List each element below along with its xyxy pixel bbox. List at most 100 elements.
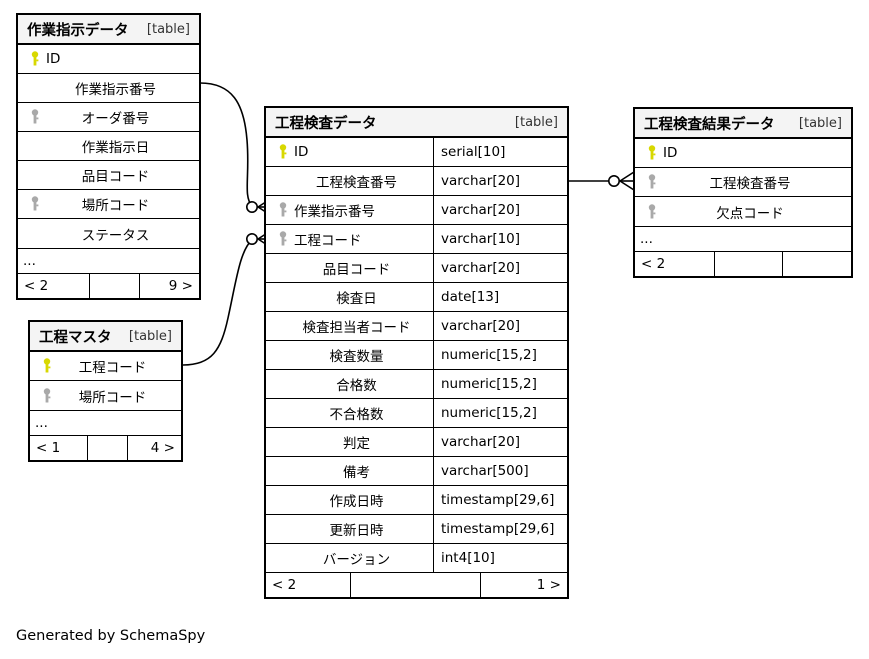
table-process-master[interactable]: 工程マスタ [table] 工程コード 場所コード ... < 1 4	[28, 320, 183, 462]
table-footer: < 2	[635, 252, 851, 276]
table-row[interactable]: 検査日 date[13]	[266, 283, 567, 312]
column-name: 検査担当者コード	[302, 320, 411, 336]
column-name: ID	[294, 144, 309, 160]
table-type-tag: [table]	[146, 21, 190, 37]
column-name: 作業指示番号	[75, 82, 156, 98]
table-title: 工程マスタ	[39, 329, 112, 346]
table-process-inspection-result-data[interactable]: 工程検査結果データ [table] ID 工程検査番号	[633, 107, 853, 278]
column-cell: 判定	[266, 428, 434, 456]
footer-right[interactable]: 4 >	[150, 440, 175, 456]
table-footer: < 2 9 >	[18, 274, 199, 298]
column-type: varchar[20]	[441, 173, 521, 189]
table-title: 工程検査データ	[275, 115, 377, 132]
column-type: varchar[20]	[441, 202, 521, 218]
table-process-inspection-data[interactable]: 工程検査データ [table] ID serial[10] 工程検査番号 var…	[264, 106, 569, 599]
table-row[interactable]: 作成日時 timestamp[29,6]	[266, 486, 567, 515]
table-row[interactable]: 品目コード varchar[20]	[266, 254, 567, 283]
column-name: 作成日時	[329, 494, 384, 510]
column-name: ステータス	[81, 227, 150, 244]
column-cell: 欠点コード	[635, 197, 851, 226]
table-type-tag: [table]	[128, 328, 172, 344]
column-cell: ステータス	[18, 219, 199, 248]
column-type: numeric[15,2]	[441, 405, 537, 421]
table-row[interactable]: 合格数 numeric[15,2]	[266, 370, 567, 399]
more-columns-indicator: ...	[18, 248, 199, 274]
column-type: timestamp[29,6]	[441, 521, 555, 537]
foreign-key-icon	[272, 231, 294, 247]
column-name: 工程検査番号	[316, 175, 397, 191]
table-row[interactable]: 工程検査番号 varchar[20]	[266, 167, 567, 196]
column-name: 場所コード	[78, 389, 147, 406]
column-type: date[13]	[441, 289, 500, 305]
column-cell: 工程検査番号	[635, 168, 851, 196]
table-footer: < 2 1 >	[266, 573, 567, 597]
table-row[interactable]: 工程検査番号	[635, 168, 851, 197]
relationship-inspection-to-result	[568, 171, 635, 191]
column-cell: 検査担当者コード	[266, 312, 434, 340]
footer-middle	[351, 573, 481, 597]
footer-left[interactable]: < 1	[30, 436, 88, 460]
table-row[interactable]: 工程コード varchar[10]	[266, 225, 567, 254]
cardinality-zero-marker	[246, 233, 259, 246]
table-row[interactable]: オーダ番号	[18, 103, 199, 132]
column-cell: 工程コード	[266, 225, 434, 253]
relationship-workorder-to-inspection	[199, 82, 273, 217]
table-row[interactable]: 検査担当者コード varchar[20]	[266, 312, 567, 341]
column-name: 品目コード	[81, 169, 150, 185]
column-cell: 更新日時	[266, 515, 434, 543]
column-cell: 検査日	[266, 283, 434, 311]
footer-right[interactable]: 9 >	[168, 278, 193, 294]
table-row[interactable]: 品目コード	[18, 161, 199, 190]
column-type: varchar[20]	[441, 318, 521, 334]
foreign-key-icon	[641, 203, 663, 220]
column-cell: 場所コード	[18, 190, 199, 218]
table-row[interactable]: 欠点コード	[635, 197, 851, 226]
table-row[interactable]: 判定 varchar[20]	[266, 428, 567, 457]
table-row[interactable]: 工程コード	[30, 352, 181, 381]
column-name: 工程コード	[78, 360, 147, 376]
column-name: 検査数量	[329, 349, 384, 365]
column-cell: 工程コード	[30, 352, 181, 380]
foreign-key-icon	[36, 387, 58, 404]
column-cell: 品目コード	[266, 254, 434, 282]
footer-right[interactable]: 1 >	[536, 577, 561, 593]
primary-key-icon	[24, 51, 46, 67]
column-cell: バージョン	[266, 544, 434, 572]
table-row[interactable]: 場所コード	[18, 190, 199, 219]
table-row[interactable]: 備考 varchar[500]	[266, 457, 567, 486]
table-row[interactable]: 作業指示日	[18, 132, 199, 161]
table-footer: < 1 4 >	[30, 436, 181, 460]
column-type: numeric[15,2]	[441, 347, 537, 363]
table-row[interactable]: 作業指示番号 varchar[20]	[266, 196, 567, 225]
column-name: 備考	[343, 465, 370, 481]
table-row[interactable]: ID	[635, 139, 851, 168]
column-cell: 作業指示日	[18, 132, 199, 160]
table-title: 工程検査結果データ	[644, 116, 775, 133]
table-row[interactable]: 更新日時 timestamp[29,6]	[266, 515, 567, 544]
table-header: 工程マスタ [table]	[30, 322, 181, 352]
table-header: 工程検査データ [table]	[266, 108, 567, 138]
table-row[interactable]: ステータス	[18, 219, 199, 248]
column-name: 作業指示日	[81, 140, 150, 156]
column-name: 不合格数	[329, 407, 384, 423]
footer-right[interactable]	[783, 252, 851, 276]
table-row[interactable]: 作業指示番号	[18, 74, 199, 103]
footer-left[interactable]: < 2	[18, 274, 90, 298]
column-cell: 作成日時	[266, 486, 434, 514]
table-row[interactable]: バージョン int4[10]	[266, 544, 567, 573]
column-name: ID	[46, 51, 61, 67]
foreign-key-icon	[24, 109, 46, 125]
more-columns-indicator: ...	[30, 410, 181, 436]
table-row[interactable]: 検査数量 numeric[15,2]	[266, 341, 567, 370]
foreign-key-icon	[24, 196, 46, 212]
column-name: 検査日	[336, 291, 377, 307]
footer-left[interactable]: < 2	[635, 252, 715, 276]
footer-left[interactable]: < 2	[266, 573, 351, 597]
table-row[interactable]: 不合格数 numeric[15,2]	[266, 399, 567, 428]
table-row[interactable]: ID	[18, 45, 199, 74]
column-cell: 作業指示番号	[266, 196, 434, 224]
table-row[interactable]: 場所コード	[30, 381, 181, 410]
table-row[interactable]: ID serial[10]	[266, 138, 567, 167]
primary-key-icon	[36, 358, 58, 374]
table-work-order-data[interactable]: 作業指示データ [table] ID 作業指示番号 オーダ番号	[16, 13, 201, 300]
